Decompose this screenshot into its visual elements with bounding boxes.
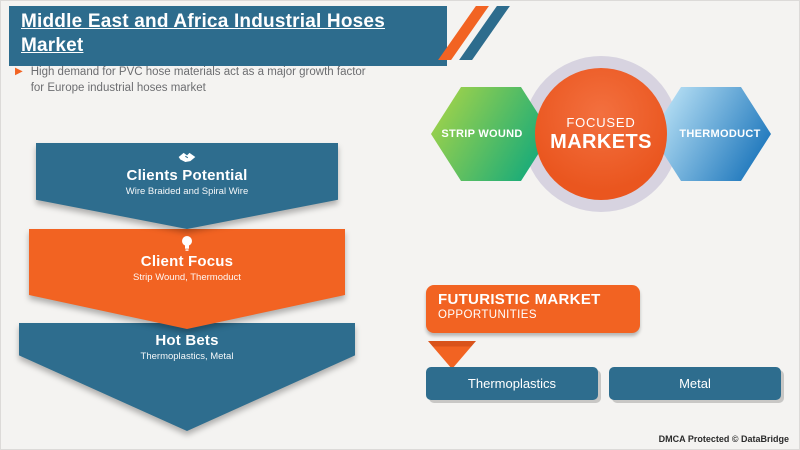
funnel-layer-hot-bets: Hot Bets Thermoplastics, Metal — [19, 323, 355, 431]
funnel-subtitle: Wire Braided and Spiral Wire — [125, 186, 249, 197]
funnel-subtitle: Strip Wound, Thermoduct — [133, 272, 241, 283]
futuristic-market-box: FUTURISTIC MARKET OPPORTUNITIES — [426, 285, 640, 333]
key-insight-text: High demand for PVC hose materials act a… — [31, 64, 366, 96]
key-insight-line-2: for Europe industrial hoses market — [30, 82, 206, 95]
focused-label-bottom: MARKETS — [550, 130, 652, 153]
hex-label: STRIP WOUND — [441, 128, 523, 140]
opportunities-subtitle: OPPORTUNITIES — [438, 309, 537, 321]
funnel-layer-clients-potential: Clients Potential Wire Braided and Spira… — [36, 143, 338, 229]
page-title: Middle East and Africa Industrial Hoses … — [21, 11, 385, 57]
metal-button: Metal — [609, 367, 781, 400]
dmca-watermark: DMCA Protected © DataBridge — [658, 434, 789, 444]
focused-label-top: FOCUSED — [566, 114, 636, 130]
funnel-layer-client-focus: Client Focus Strip Wound, Thermoduct — [29, 229, 345, 329]
opportunities-title: FUTURISTIC MARKET — [438, 291, 601, 308]
handshake-icon — [177, 148, 197, 166]
key-insight: ▶ High demand for PVC hose materials act… — [15, 64, 366, 96]
thermoplastics-button: Thermoplastics — [426, 367, 598, 400]
funnel-title: Client Focus — [140, 253, 234, 270]
funnel-subtitle: Thermoplastics, Metal — [140, 351, 234, 362]
funnel-title: Clients Potential — [126, 167, 248, 184]
bullet-arrow-icon: ▶ — [15, 66, 23, 77]
corner-stripes-decoration — [438, 5, 517, 63]
hex-label: THERMODUCT — [679, 128, 761, 140]
title-banner: Middle East and Africa Industrial Hoses … — [9, 6, 447, 66]
funnel-title: Hot Bets — [155, 332, 219, 349]
focused-markets-circle: FOCUSED MARKETS — [535, 68, 667, 200]
key-insight-line-1: High demand for PVC hose materials act a… — [30, 66, 366, 78]
bulb-icon — [180, 234, 194, 252]
down-arrow-icon — [428, 341, 476, 369]
